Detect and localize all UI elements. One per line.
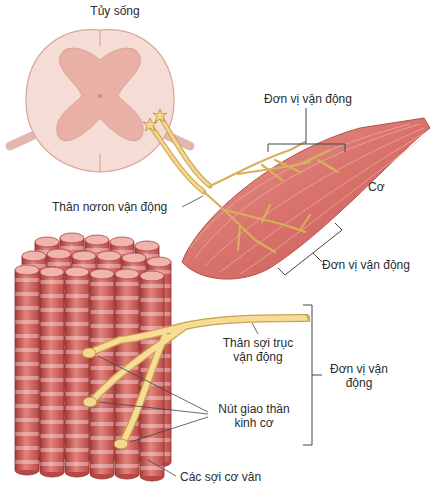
part-label: Đơn vị vận động xyxy=(326,362,392,390)
part-label: Các sợi cơ vân xyxy=(180,470,290,484)
part-label: Đơn vị vận động xyxy=(258,92,358,106)
part-label: Thân sợi trục vận động xyxy=(214,336,302,364)
part-label: Thân nơron vận động xyxy=(52,200,180,214)
part-label: Tủy sống xyxy=(80,4,150,18)
part-label: Nút giao thần kinh cơ xyxy=(211,402,297,430)
part-label: Cơ xyxy=(368,180,398,194)
part-label: Đơn vị vận động xyxy=(322,258,432,272)
